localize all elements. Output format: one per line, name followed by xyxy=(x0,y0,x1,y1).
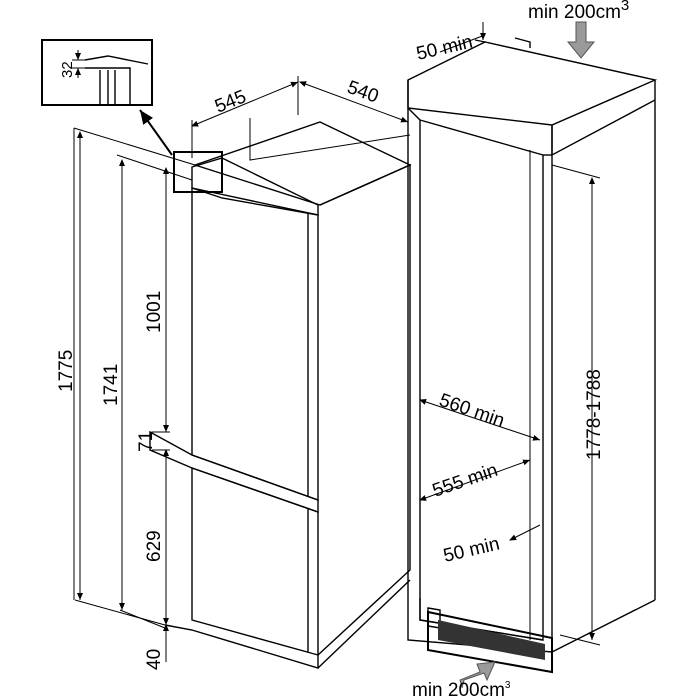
label-bottom-vent: min 200cm3 xyxy=(412,680,511,700)
label-50-min-rear: 50 min xyxy=(441,534,501,567)
label-1001: 1001 xyxy=(144,291,165,333)
label-71: 71 xyxy=(136,431,157,452)
label-560-min: 560 min xyxy=(436,390,507,432)
label-555-min: 555 min xyxy=(430,460,501,502)
bottom-vent-arrow xyxy=(459,661,496,689)
label-1741: 1741 xyxy=(101,364,122,406)
label-50-min-top: 50 min xyxy=(414,32,474,65)
niche-drawing xyxy=(407,37,658,674)
label-detail-32: 32 xyxy=(59,61,76,78)
label-1778-1788: 1778-1788 xyxy=(584,369,605,460)
label-540: 540 xyxy=(344,77,381,108)
ventilation: min 200cm3 min 200cm3 xyxy=(412,0,629,700)
niche-dimensions: 50 min 1778-1788 560 min 555 min 50 min xyxy=(414,22,605,646)
appliance-drawing xyxy=(139,109,412,669)
appliance-dimensions: 1775 1741 1001 71 629 40 545 540 xyxy=(56,76,411,670)
top-vent-arrow xyxy=(566,21,596,59)
label-40: 40 xyxy=(144,649,165,670)
label-1775: 1775 xyxy=(56,350,77,392)
label-top-vent: min 200cm3 xyxy=(528,0,629,23)
top-detail-inset: 32 xyxy=(41,39,153,106)
label-629: 629 xyxy=(144,530,165,562)
label-545: 545 xyxy=(212,86,249,117)
